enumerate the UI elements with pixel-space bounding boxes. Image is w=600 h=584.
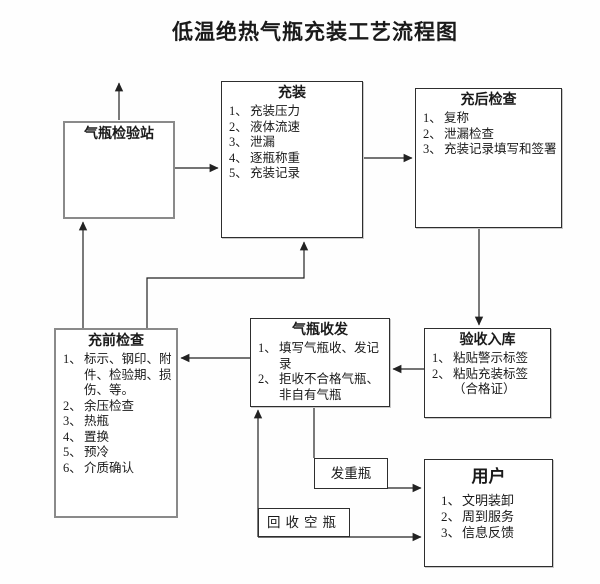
box-receipt-dispatch-list: 1、填写气瓶收、发记录 2、拒收不合格气瓶、非自有气瓶 xyxy=(251,339,389,403)
box-receipt-dispatch-title: 气瓶收发 xyxy=(292,323,348,338)
list-item: 1、标示、钢印、附件、检验期、损伤、等。 xyxy=(63,352,172,397)
box-filling-list: 1、充装压力 2、液体流速 3、泄漏 4、逐瓶称重 5、充装记录 xyxy=(222,102,362,182)
box-filling: 充装 1、充装压力 2、液体流速 3、泄漏 4、逐瓶称重 5、充装记录 xyxy=(221,81,363,238)
box-inspection-station-title: 气瓶检验站 xyxy=(84,127,154,142)
box-pre-check-list: 1、标示、钢印、附件、检验期、损伤、等。 2、余压检查 3、热瓶 4、置换 5、… xyxy=(56,350,176,476)
list-item: 1、文明装卸 xyxy=(441,493,515,508)
list-item: 1、充装压力 xyxy=(229,104,301,118)
list-item: 2、余压检查 xyxy=(63,398,135,413)
list-item: 1、填写气瓶收、发记录 xyxy=(258,341,380,371)
list-item: 1、粘贴警示标签 xyxy=(432,351,529,365)
box-user-title: 用户 xyxy=(471,467,506,486)
list-item: 2、周到服务 xyxy=(441,509,515,524)
list-item: 5、预冷 xyxy=(63,445,110,459)
box-post-check: 充后检查 1、复称 2、泄漏检查 3、充装记录填写和签署 xyxy=(415,88,562,228)
list-item: 2、拒收不合格气瓶、非自有气瓶 xyxy=(258,372,380,402)
list-item: 5、充装记录 xyxy=(229,166,301,180)
box-acceptance: 验收入库 1、粘贴警示标签 2、粘贴充装标签（合格证） xyxy=(424,328,551,418)
box-receipt-dispatch: 气瓶收发 1、填写气瓶收、发记录 2、拒收不合格气瓶、非自有气瓶 xyxy=(250,318,390,407)
arrow-precheck-to-filling xyxy=(146,241,309,328)
list-item: 2、粘贴充装标签（合格证） xyxy=(432,366,529,397)
box-acceptance-title: 验收入库 xyxy=(459,333,516,348)
list-item: 6、介质确认 xyxy=(63,460,135,475)
box-user: 用户 1、文明装卸 2、周到服务 3、信息反馈 xyxy=(424,459,553,567)
label-recover-empty-bottle: 回收空瓶 xyxy=(258,508,350,537)
list-item: 1、复称 xyxy=(423,111,470,125)
box-pre-check: 充前检查 1、标示、钢印、附件、检验期、损伤、等。 2、余压检查 3、热瓶 4、… xyxy=(54,328,178,518)
diagram-title: 低温绝热气瓶充装工艺流程图 xyxy=(172,20,458,44)
box-post-check-list: 1、复称 2、泄漏检查 3、充装记录填写和签署 xyxy=(416,109,561,158)
box-post-check-title: 充后检查 xyxy=(460,93,517,108)
list-item: 3、热瓶 xyxy=(63,414,110,428)
box-pre-check-title: 充前检查 xyxy=(88,334,144,349)
list-item: 4、置换 xyxy=(63,429,110,444)
list-item: 3、信息反馈 xyxy=(441,525,515,540)
box-filling-title: 充装 xyxy=(278,86,306,101)
list-item: 3、泄漏 xyxy=(229,135,276,149)
box-inspection-station: 气瓶检验站 xyxy=(63,121,175,219)
box-user-list: 1、文明装卸 2、周到服务 3、信息反馈 xyxy=(425,485,552,541)
list-item: 4、逐瓶称重 xyxy=(229,150,301,165)
list-item: 2、液体流速 xyxy=(229,119,301,134)
label-dispatch-full-bottle: 发重瓶 xyxy=(314,458,388,489)
list-item: 2、泄漏检查 xyxy=(423,126,495,141)
box-acceptance-list: 1、粘贴警示标签 2、粘贴充装标签（合格证） xyxy=(425,349,550,398)
list-item: 3、充装记录填写和签署 xyxy=(423,142,557,156)
